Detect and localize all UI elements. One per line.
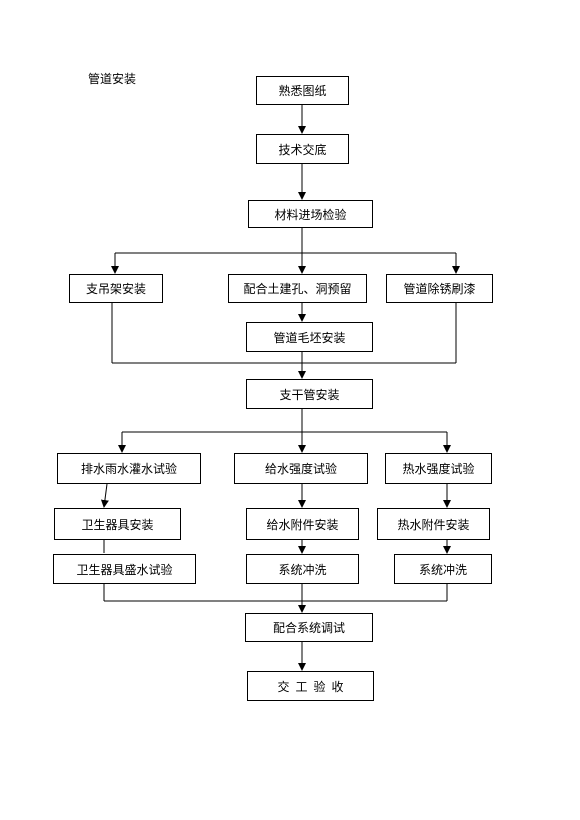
step-tech-briefing: 技术交底 <box>256 134 349 164</box>
step-support-install: 支吊架安装 <box>69 274 163 303</box>
step-system-commissioning: 配合系统调试 <box>245 613 373 642</box>
step-handover-acceptance: 交工验收 <box>247 671 374 701</box>
step-derust-paint: 管道除锈刷漆 <box>386 274 493 303</box>
diagram-title: 管道安装 <box>88 72 137 86</box>
step-supply-fittings-install: 给水附件安装 <box>246 508 359 540</box>
step-hot-fittings-install: 热水附件安装 <box>377 508 490 540</box>
step-material-inspection: 材料进场检验 <box>248 200 373 228</box>
step-civil-coordination: 配合土建孔、洞预留 <box>228 274 367 303</box>
step-hot-flush: 系统冲洗 <box>394 554 492 584</box>
step-branch-trunk-install: 支干管安装 <box>246 379 373 409</box>
step-sanitary-install: 卫生器具安装 <box>54 508 181 540</box>
step-hot-strength-test: 热水强度试验 <box>385 453 492 484</box>
step-supply-flush: 系统冲洗 <box>246 554 359 584</box>
step-sanitary-fill-test: 卫生器具盛水试验 <box>53 554 196 584</box>
arrow-drain-to-sanitary <box>100 483 109 508</box>
step-blank-install: 管道毛坯安装 <box>246 322 373 352</box>
step-drain-fill-test: 排水雨水灌水试验 <box>57 453 201 484</box>
step-read-drawings: 熟悉图纸 <box>256 76 349 105</box>
step-supply-strength-test: 给水强度试验 <box>234 453 368 484</box>
